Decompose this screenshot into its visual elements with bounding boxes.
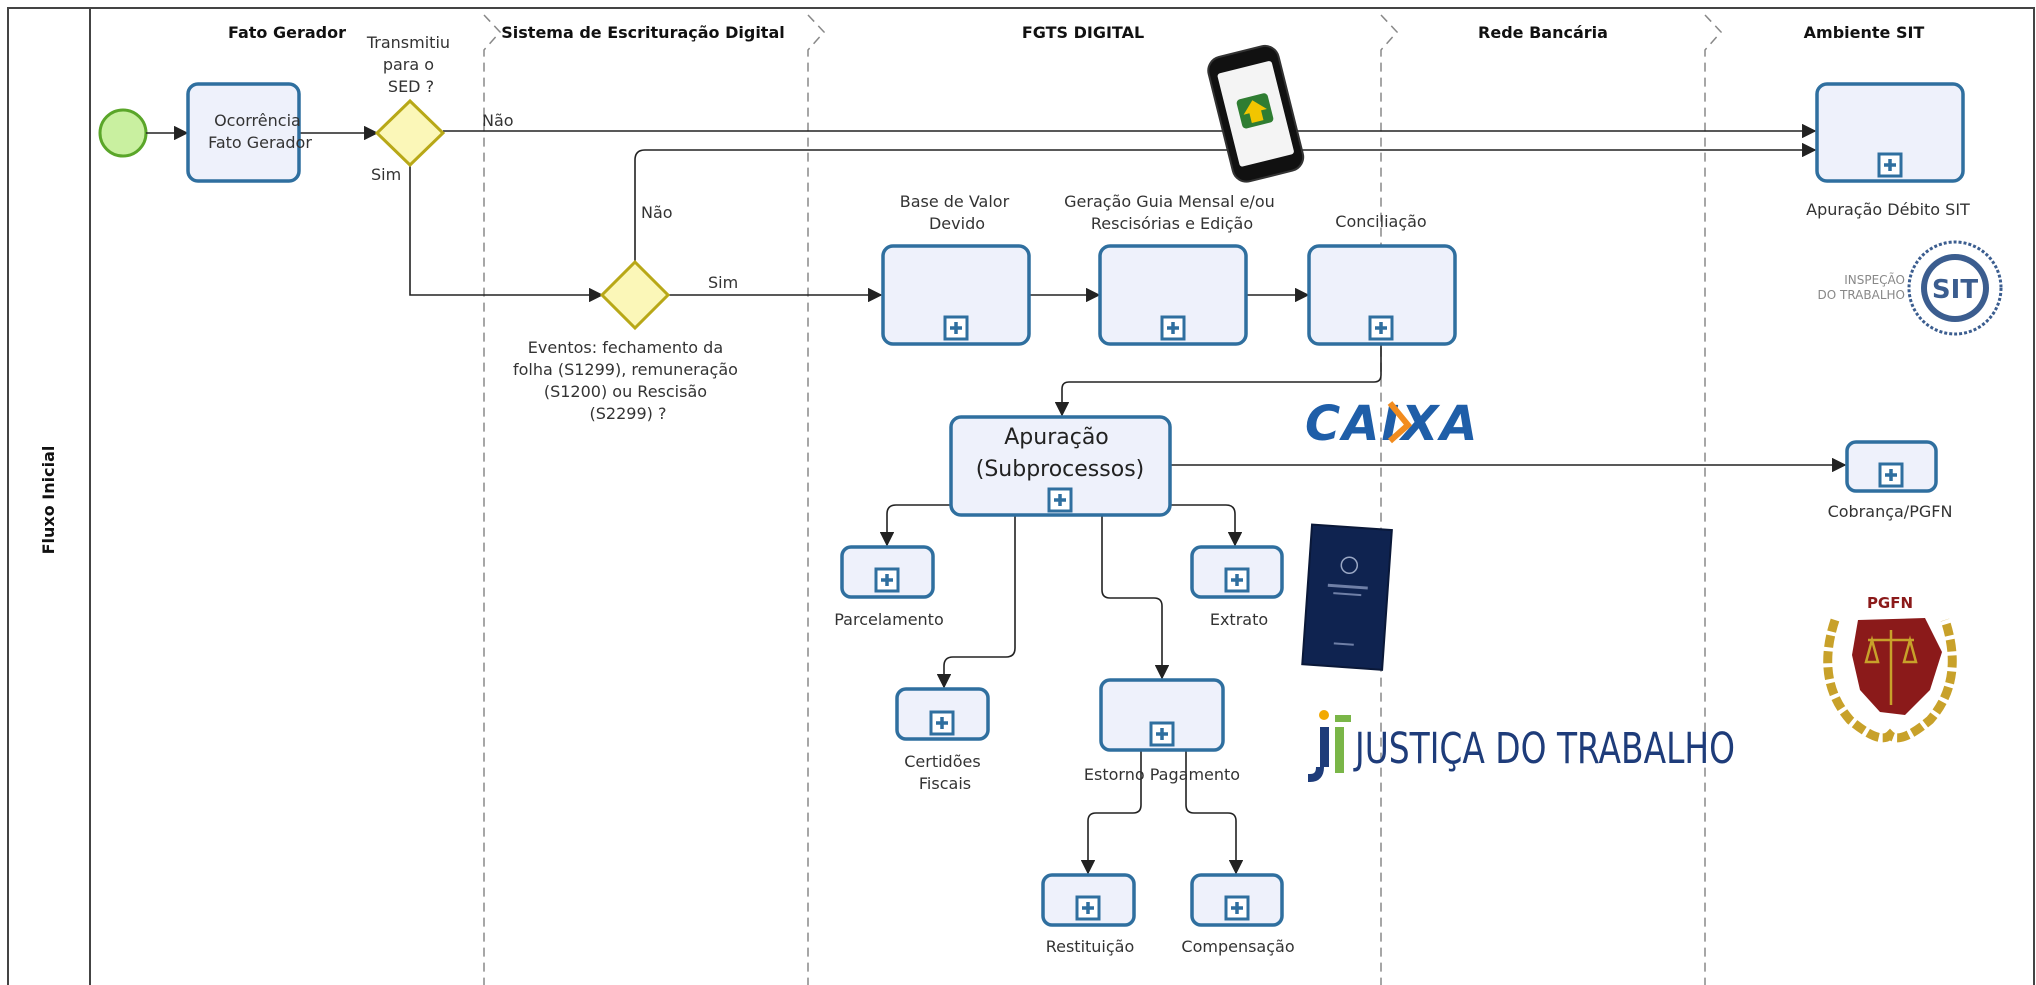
subprocess-plus-icon [1224,567,1250,593]
lane-divider-fgts [807,14,826,985]
subprocess-plus-icon [1877,152,1903,178]
pgfn-emblem: PGFN [1823,594,1957,743]
flow-apuracao-to-estorno [1101,515,1170,680]
task-extrato-label: Extrato [1210,610,1268,629]
flow-apuracao-to-parcelamento [879,504,950,547]
svg-text:SIT: SIT [1932,275,1978,305]
task-restituicao-label: Restituição [1046,937,1135,956]
task-cobranca-pgfn[interactable] [1845,440,1938,493]
smartphone-icon [1207,44,1305,183]
lane-title-fgts-digital: FGTS DIGITAL [1022,23,1144,42]
subprocess-plus-icon [1047,487,1073,513]
flow-label-sim-2: Sim [708,273,738,292]
task-estorno-label: Estorno Pagamento [1084,765,1240,784]
subprocess-plus-icon [1878,462,1904,488]
subprocess-plus-icon [1075,895,1101,921]
task-geracao-guia[interactable] [1098,244,1248,346]
task-compensacao[interactable] [1190,873,1284,927]
flow-estorno-to-compensacao [1185,750,1244,875]
task-parcelamento[interactable] [840,545,935,599]
subprocess-plus-icon [1224,895,1250,921]
gateway-eventos-label: Eventos: fechamento da folha (S1299), re… [513,338,743,423]
lane-divider-rede [1380,14,1399,985]
lane-title-rede-bancaria: Rede Bancária [1478,23,1608,42]
flow-label-nao-2: Não [641,203,673,222]
lane-divider-sed [483,14,502,985]
task-apuracao-subprocessos[interactable]: Apuração (Subprocessos) [949,415,1172,517]
sit-inspecao-logo: INSPEÇÃO DO TRABALHO SIT [1818,240,2003,336]
subprocess-plus-icon [943,315,969,341]
flow-apuracao-to-certidoes [936,515,1016,689]
pool-frame [7,7,2035,985]
flow-gateway2-nao [634,142,1817,262]
justica-do-trabalho-logo: JUSTIÇA DO TRABALHO [1308,710,1735,782]
subprocess-plus-icon [929,710,955,736]
subprocess-plus-icon [874,567,900,593]
flow-apuracao-to-extrato [1171,504,1243,547]
gateway-eventos[interactable] [599,259,671,331]
task-certidoes-fiscais[interactable] [895,687,990,741]
start-event[interactable] [98,108,148,158]
task-base-valor-devido[interactable] [881,244,1031,346]
task-ocorrencia-fato-gerador[interactable]: Ocorrência Fato Gerador [186,82,312,183]
task-extrato[interactable] [1190,545,1284,599]
subprocess-plus-icon [1149,721,1175,747]
task-compensacao-label: Compensação [1181,937,1294,956]
caixa-logo: CAIXA [1305,396,1477,452]
task-conciliacao[interactable] [1307,244,1457,346]
task-cobranca-label: Cobrança/PGFN [1828,502,1953,521]
lane-divider-sit [1704,14,1723,985]
flow-gateway1-sim [409,165,604,303]
pool-label: Fluxo Inicial [39,446,58,555]
task-apuracao-label: Apuração (Subprocessos) [976,425,1145,482]
task-apuracao-sit-label: Apuração Débito SIT [1806,200,1970,219]
gateway-transmitiu-label: Transmitiu para o SED ? [366,33,455,96]
svg-text:JUSTIÇA DO TRABALHO: JUSTIÇA DO TRABALHO [1353,724,1735,774]
subprocess-plus-icon [1368,315,1394,341]
task-restituicao[interactable] [1041,873,1136,927]
subprocess-plus-icon [1160,315,1186,341]
gateway-transmitiu-sed[interactable] [374,98,446,168]
task-apuracao-debito-sit[interactable] [1815,82,1965,183]
lane-title-ambiente-sit: Ambiente SIT [1804,23,1925,42]
task-base-label: Base de Valor Devido [900,192,1015,233]
flow-label-nao-1: Não [482,111,514,130]
task-parcelamento-label: Parcelamento [834,610,943,629]
flow-conciliacao-to-apuracao [1054,345,1382,417]
task-ocorrencia-label: Ocorrência Fato Gerador [208,111,312,152]
lane-title-sed: Sistema de Escrituração Digital [501,23,784,42]
svg-text:DO TRABALHO: DO TRABALHO [1818,288,1906,302]
flow-label-sim-1: Sim [371,165,401,184]
task-conciliacao-label: Conciliação [1335,212,1426,231]
lane-title-fato-gerador: Fato Gerador [228,23,346,42]
task-certidoes-label: Certidões Fiscais [904,752,986,793]
svg-text:PGFN: PGFN [1867,594,1913,612]
task-estorno-pagamento[interactable] [1099,678,1225,752]
task-geracao-label: Geração Guia Mensal e/ou Rescisórias e E… [1064,192,1280,233]
flow-estorno-to-restituicao [1080,750,1142,875]
carteira-trabalho-image [1301,523,1393,671]
svg-text:INSPEÇÃO: INSPEÇÃO [1844,272,1905,287]
